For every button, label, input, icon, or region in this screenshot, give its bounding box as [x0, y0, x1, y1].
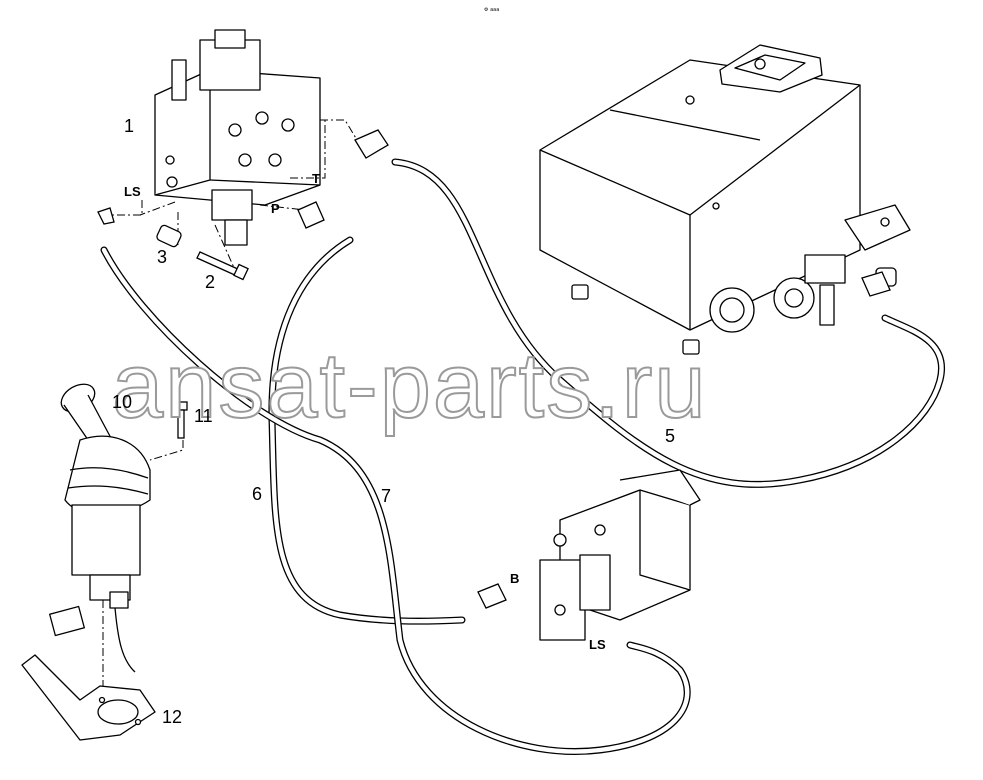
- callout-3: 3: [157, 247, 167, 267]
- hydraulic-pump: [539, 469, 701, 641]
- port-label-ls-pump: LS: [589, 637, 606, 652]
- callout-10: 10: [112, 392, 132, 412]
- screw: [174, 401, 188, 439]
- callout-7: 7: [381, 486, 391, 506]
- callout-11: 11: [194, 406, 213, 426]
- port-label-t: T: [312, 171, 320, 186]
- callout-1: 1: [124, 116, 134, 136]
- hose-7: [100, 246, 691, 755]
- spacer: [156, 224, 182, 248]
- callout-12: 12: [162, 707, 182, 727]
- mounting-bracket: [21, 654, 156, 741]
- control-valve-block: [154, 29, 321, 246]
- callout-5: 5: [665, 426, 675, 446]
- port-label-b: B: [510, 571, 519, 586]
- watermark: ansat-parts.ru: [112, 335, 708, 437]
- bolt: [196, 251, 249, 281]
- fittings: [97, 129, 891, 609]
- corner-mark: ⚙ ааа: [484, 7, 499, 13]
- port-label-p: P: [271, 201, 280, 216]
- port-label-ls-valve: LS: [124, 184, 141, 199]
- hydraulic-tank: [539, 44, 911, 355]
- callout-2: 2: [205, 272, 215, 292]
- joystick: [49, 383, 151, 673]
- callout-6: 6: [252, 484, 262, 504]
